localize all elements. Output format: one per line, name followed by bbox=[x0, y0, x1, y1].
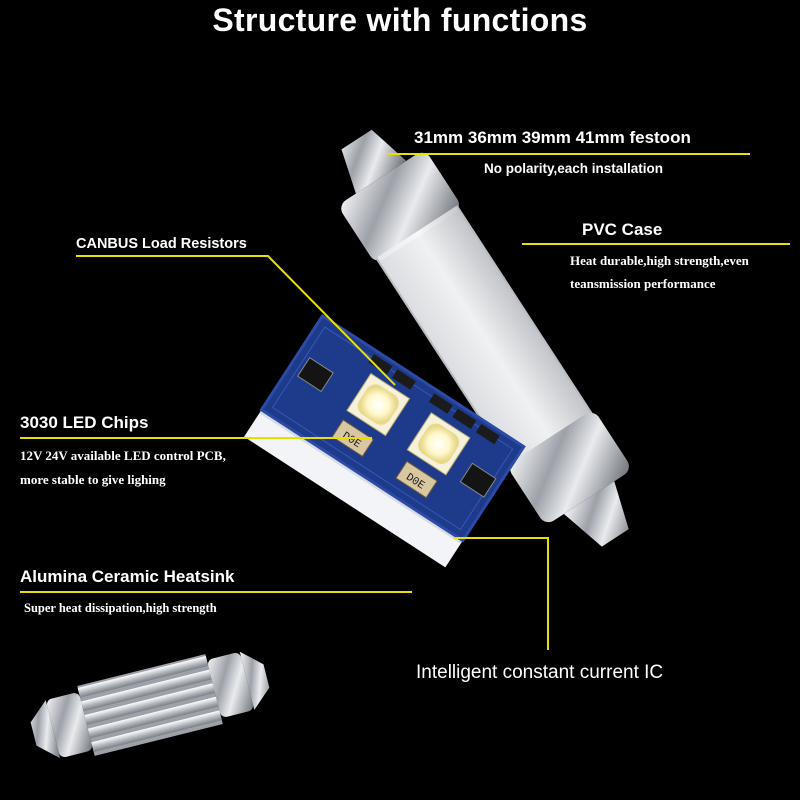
canbus-heading: CANBUS Load Resistors bbox=[76, 236, 247, 252]
leader-lines bbox=[20, 153, 790, 650]
led-chip-1 bbox=[346, 372, 411, 437]
bulb-tip-bottom bbox=[563, 481, 629, 547]
ic-chip-2 bbox=[459, 462, 497, 498]
heatsink-fins bbox=[77, 654, 223, 756]
led-pcb-board: D0E D0E bbox=[244, 313, 526, 568]
pvc-case-desc-line2: teansmission performance bbox=[570, 276, 716, 291]
bulb-endcap-bottom bbox=[510, 412, 629, 523]
pvc-case-desc-line1: Heat durable,high strength,even bbox=[570, 253, 749, 268]
heatsink-desc: Super heat dissipation,high strength bbox=[24, 601, 217, 615]
leader-canbus bbox=[76, 255, 396, 386]
led-chips-heading: 3030 LED Chips bbox=[20, 413, 149, 432]
festoon-desc: No polarity,each installation bbox=[484, 161, 664, 176]
leader-ic bbox=[454, 537, 549, 650]
canbus-resistors bbox=[368, 354, 500, 445]
page-title: Structure with functions bbox=[212, 2, 588, 38]
festoon-bulb bbox=[341, 129, 629, 547]
small-festoon-bulb bbox=[30, 651, 270, 759]
led-chips-desc-line1: 12V 24V available LED control PCB, bbox=[20, 448, 226, 463]
bulb-tip-top bbox=[341, 129, 407, 194]
bulb-pvc-case bbox=[376, 205, 593, 468]
heatsink-heading: Alumina Ceramic Heatsink bbox=[20, 567, 235, 586]
festoon-heading: 31mm 36mm 39mm 41mm festoon bbox=[414, 128, 691, 147]
bulb-endcap-top bbox=[341, 152, 459, 261]
ic-heading: Intelligent constant current IC bbox=[416, 662, 664, 683]
led-chip-2 bbox=[406, 412, 471, 476]
led-chips-desc-line2: more stable to give lighing bbox=[20, 472, 166, 487]
ic-chip-1 bbox=[296, 357, 334, 393]
ceramic-heatsink bbox=[244, 408, 464, 568]
pvc-case-heading: PVC Case bbox=[582, 220, 663, 239]
